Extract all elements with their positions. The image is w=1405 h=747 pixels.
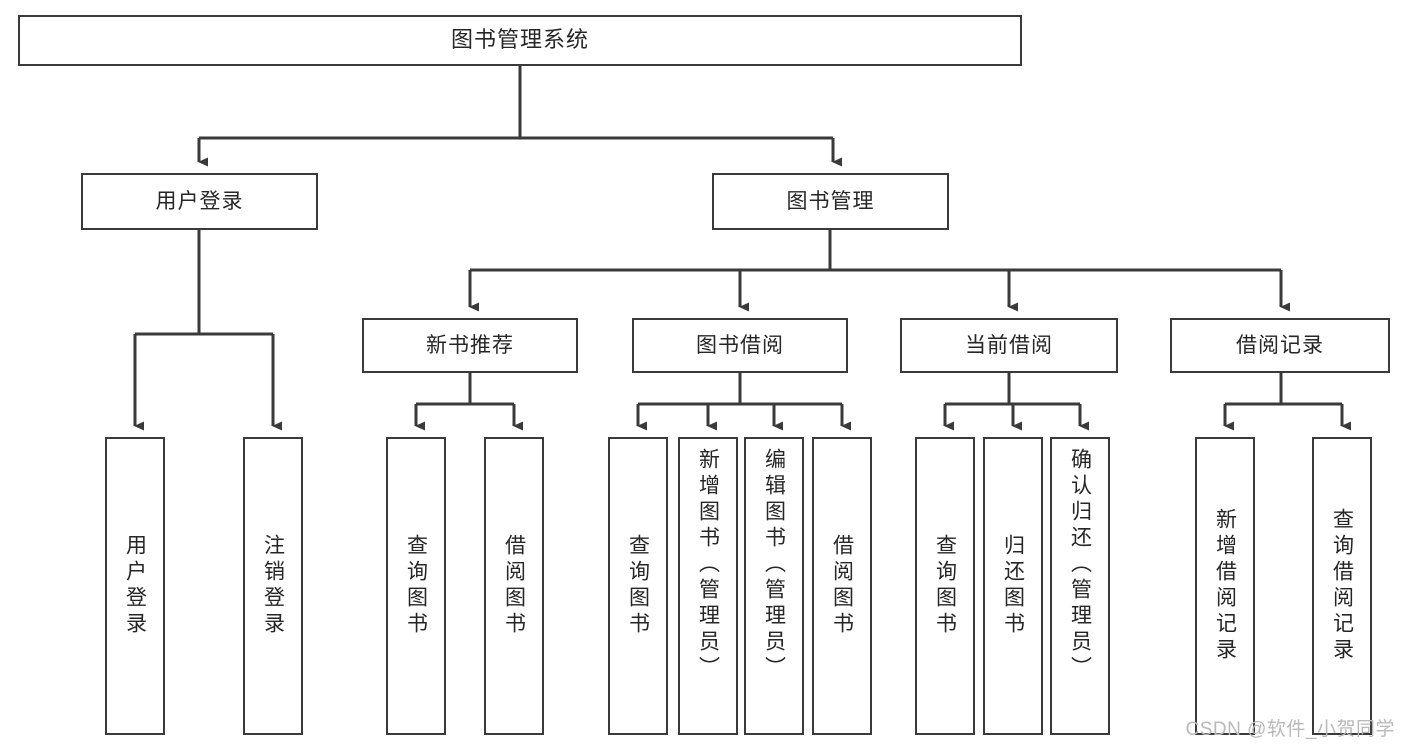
- node-new-book-recommend-label: 新书推荐: [426, 333, 514, 357]
- leaf-query-borrow-record-label: 查询借阅记录: [1330, 508, 1354, 664]
- node-borrow-record-label: 借阅记录: [1236, 333, 1324, 357]
- leaf-edit-book-admin-label: 编辑图书（管理员）: [762, 448, 786, 682]
- node-root[interactable]: 图书管理系统: [18, 15, 1022, 66]
- leaf-add-book-admin-label: 新增图书（管理员）: [696, 448, 720, 682]
- leaf-borrow-book[interactable]: 借阅图书: [812, 437, 872, 735]
- leaf-user-login[interactable]: 用户登录: [105, 437, 165, 735]
- node-book-management[interactable]: 图书管理: [712, 173, 949, 230]
- csdn-watermark: CSDN @软件_小贺同学: [1185, 719, 1395, 740]
- leaf-user-logout-label: 注销登录: [261, 534, 285, 638]
- leaf-user-logout[interactable]: 注销登录: [243, 437, 303, 735]
- leaf-query-book-current-label: 查询图书: [933, 534, 957, 638]
- node-root-label: 图书管理系统: [450, 27, 589, 53]
- leaf-add-borrow-record-label: 新增借阅记录: [1213, 508, 1237, 664]
- leaf-borrow-book-recommend-label: 借阅图书: [502, 534, 526, 638]
- node-book-management-label: 图书管理: [786, 189, 875, 213]
- node-borrow-record[interactable]: 借阅记录: [1170, 318, 1390, 373]
- node-book-borrow-label: 图书借阅: [696, 333, 784, 357]
- leaf-query-book-current[interactable]: 查询图书: [915, 437, 975, 735]
- node-current-borrow-label: 当前借阅: [965, 333, 1053, 357]
- leaf-borrow-book-label: 借阅图书: [830, 534, 854, 638]
- leaf-query-book-recommend-label: 查询图书: [404, 534, 428, 638]
- node-new-book-recommend[interactable]: 新书推荐: [362, 318, 578, 373]
- leaf-return-book-label: 归还图书: [1001, 534, 1025, 638]
- leaf-borrow-book-recommend[interactable]: 借阅图书: [484, 437, 544, 735]
- leaf-user-login-label: 用户登录: [123, 534, 147, 638]
- leaf-edit-book-admin[interactable]: 编辑图书（管理员）: [744, 437, 804, 735]
- leaf-query-book-recommend[interactable]: 查询图书: [386, 437, 446, 735]
- leaf-query-book-borrow[interactable]: 查询图书: [608, 437, 668, 735]
- leaf-add-book-admin[interactable]: 新增图书（管理员）: [678, 437, 738, 735]
- node-current-borrow[interactable]: 当前借阅: [900, 318, 1118, 373]
- leaf-add-borrow-record[interactable]: 新增借阅记录: [1195, 437, 1255, 735]
- node-book-borrow[interactable]: 图书借阅: [632, 318, 848, 373]
- leaf-confirm-return-admin-label: 确认归还（管理员）: [1068, 448, 1092, 682]
- node-user-login-label: 用户登录: [155, 189, 244, 213]
- leaf-return-book[interactable]: 归还图书: [983, 437, 1043, 735]
- leaf-query-book-borrow-label: 查询图书: [626, 534, 650, 638]
- node-user-login[interactable]: 用户登录: [81, 173, 318, 230]
- leaf-confirm-return-admin[interactable]: 确认归还（管理员）: [1050, 437, 1110, 735]
- leaf-query-borrow-record[interactable]: 查询借阅记录: [1312, 437, 1372, 735]
